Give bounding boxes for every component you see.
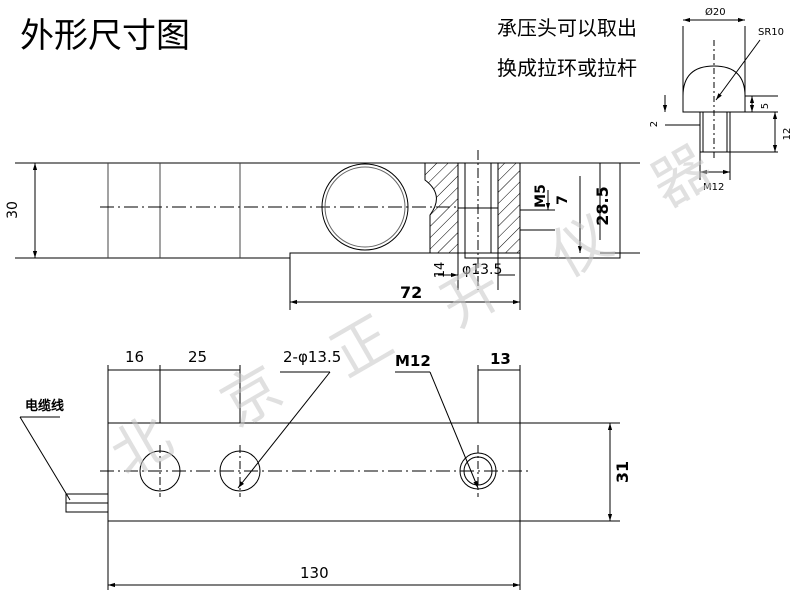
cap-dia-label: Ø20	[705, 6, 726, 18]
cap-thread-label: M12	[703, 182, 724, 193]
cap-dim-2-label: 2	[649, 121, 660, 127]
thread-m12-label: M12	[395, 352, 431, 370]
holes-label: 2-φ13.5	[283, 348, 341, 366]
depth-label: 7	[555, 195, 571, 205]
hole-dia-label: φ13.5	[462, 262, 502, 278]
page-title: 外形尺寸图	[20, 16, 190, 56]
dim-25-label: 25	[188, 348, 207, 366]
cap-radius-label: SR10	[758, 27, 784, 38]
side-view	[15, 150, 640, 310]
note-line-2: 换成拉环或拉杆	[497, 56, 637, 80]
side-height-label: 30	[5, 201, 21, 219]
cable-label: 电缆线	[25, 398, 64, 414]
cap-thread	[699, 111, 731, 153]
cap-detail	[662, 17, 778, 180]
cap-dim-5-label: 5	[760, 103, 771, 109]
bolt-label: M5	[533, 184, 549, 208]
hole-depth-label: 14	[433, 262, 448, 279]
offset-label: 28.5	[593, 186, 612, 225]
note-line-1: 承压头可以取出	[497, 16, 637, 40]
dim-16-label: 16	[125, 348, 144, 366]
cap-dim-12-label: 12	[782, 128, 793, 141]
side-length-label: 72	[400, 283, 422, 302]
dim-13-label: 13	[490, 350, 511, 368]
width-31-label: 31	[613, 461, 632, 483]
top-view	[19, 365, 620, 590]
length-130-label: 130	[300, 564, 329, 582]
strain-gauge-hole	[321, 163, 409, 251]
